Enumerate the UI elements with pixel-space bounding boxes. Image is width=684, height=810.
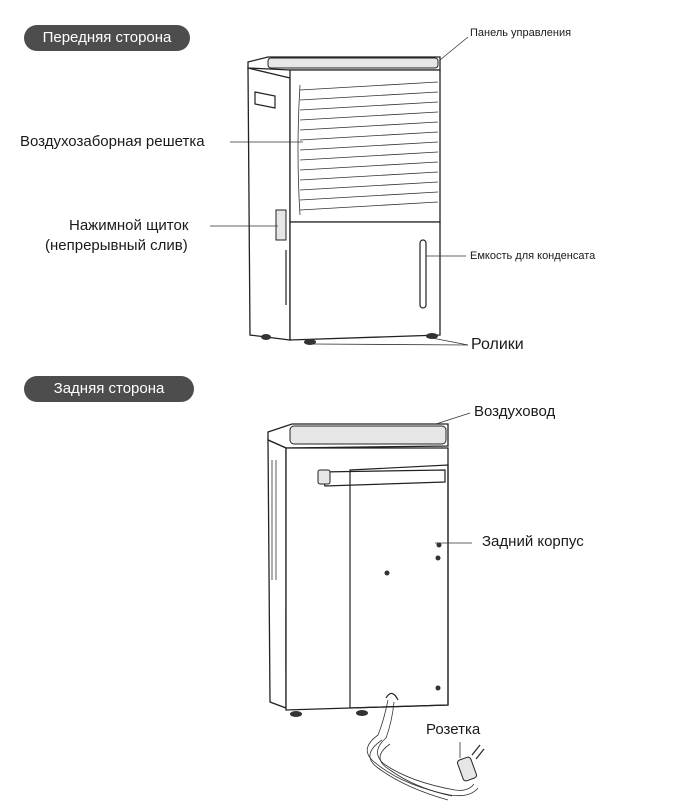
label-push-cover-line1: Нажимной щиток (69, 217, 189, 234)
power-cord-shape (366, 699, 479, 801)
rear-housing-shape (285, 447, 449, 711)
label-condensate-tank: Емкость для конденсата (470, 250, 596, 262)
front-unit-drawing (247, 56, 441, 345)
front-side-badge: Передняя сторона (24, 25, 190, 51)
back-unit-drawing (267, 423, 485, 801)
caster-shape (261, 334, 271, 340)
label-rear-housing: Задний корпус (482, 533, 584, 550)
back-side-badge: Задняя сторона (24, 376, 194, 402)
label-push-cover-subtitle: (непрерывный слив) (45, 237, 188, 254)
push-cover-shape (275, 209, 287, 241)
air-outlet-shape (289, 425, 447, 445)
label-control-panel: Панель управления (470, 27, 572, 39)
label-air-outlet: Воздуховод (474, 403, 556, 420)
tank-window-shape (419, 239, 427, 309)
label-socket: Розетка (426, 721, 481, 738)
plug-shape (457, 744, 485, 782)
label-air-intake-grille: Воздухозаборная решетка (20, 133, 205, 150)
air-intake-grille-shape (297, 81, 439, 216)
label-casters: Ролики (471, 336, 524, 353)
control-panel-shape (267, 57, 439, 69)
label-push-cover: Нажимной щиток (69, 217, 188, 234)
